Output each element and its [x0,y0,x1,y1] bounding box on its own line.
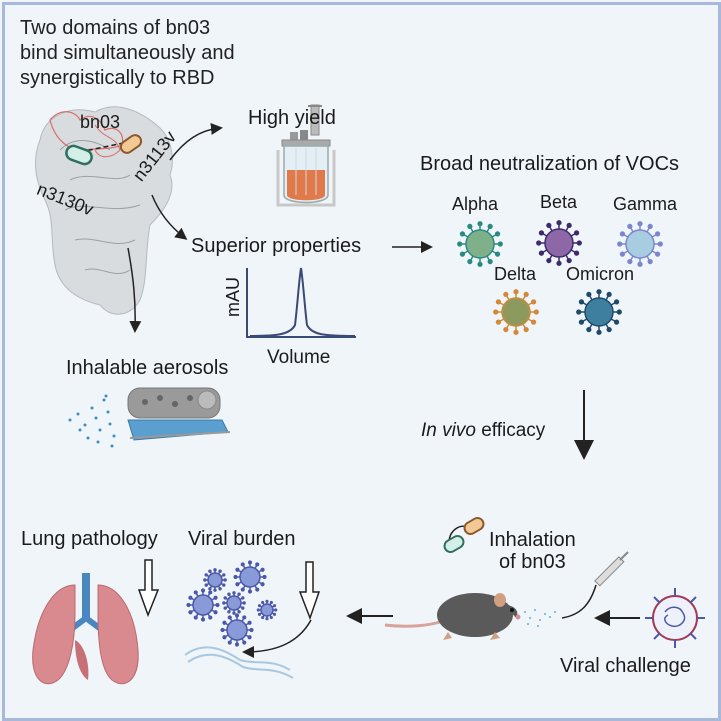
voc-virus-group [457,220,663,335]
burden-virus-icon [186,588,220,622]
burden-virus-icon [233,560,267,594]
virus-omicron-icon [576,289,622,335]
arrow-to-high-yield [169,122,223,161]
variant-omicron-label: Omicron [566,264,635,284]
burden-virus-icon [203,568,227,592]
burden-virus-icon [220,613,254,647]
variant-beta-label: Beta [540,192,578,212]
burden-decrease-arrow [298,561,321,621]
chromatogram-ylabel: mAU [223,277,243,317]
virus-delta-icon [493,289,539,335]
lung-pathology-label: Lung pathology [21,528,158,550]
viral-challenge-label: Viral challenge [560,655,691,677]
title-line-3: synergistically to RBD [20,67,215,89]
title: Two domains of bn03 bind simultaneously … [20,16,235,91]
lung-decrease-arrow [137,559,160,618]
arrow-to-superior-properties [151,194,188,240]
arrow-to-aerosols [127,247,142,333]
spike-protein-structure [35,106,173,315]
burden-virus-icon [256,599,278,621]
challenge-virus-icon [645,588,705,648]
viral-burden-cluster [186,560,278,647]
in-vivo-efficacy-label: In vivo efficacy [421,420,545,442]
chromatogram-xlabel: Volume [267,347,331,368]
antibody-binding-arrow [242,619,312,658]
superior-properties-label: Superior properties [191,235,362,257]
burden-virus-icon [222,591,246,615]
high-yield-label: High yield [248,107,336,129]
inhalation-line-2: of bn03 [499,551,566,573]
tissue-line-2 [187,653,294,679]
in-vivo-italic: In vivo [421,420,476,441]
virus-alpha-icon [457,221,503,267]
variant-delta-label: Delta [494,264,537,284]
bn03-structure-label: bn03 [80,112,121,132]
chromatogram-plot [246,267,356,338]
title-line-1: Two domains of bn03 [20,17,211,39]
domain-n3113v-icon [119,134,143,154]
inhalable-aerosols-label: Inhalable aerosols [66,357,229,379]
neutralization-title: Broad neutralization of VOCs [420,153,680,175]
tissue-line-1 [184,646,291,671]
in-vivo-rest: efficacy [475,420,546,441]
bioreactor-icon [276,104,336,207]
title-line-2: bind simultaneously and [20,42,235,64]
bn03-domain-orange-icon [463,517,485,535]
in-vivo-arrow-head [574,440,594,460]
domain-n3130v-icon [65,144,93,166]
aerosol-device-icon [68,387,231,448]
mouse-icon [384,593,556,640]
lungs-icon [32,573,139,685]
bn03-domain-green-icon [443,535,465,553]
variant-alpha-label: Alpha [452,194,499,214]
virus-beta-icon [536,220,582,266]
virus-gamma-icon [617,221,663,267]
viral-burden-label: Viral burden [188,528,296,550]
chromatogram-peak [249,267,356,337]
variant-gamma-label: Gamma [613,194,678,214]
syringe-icon [561,551,629,619]
inhalation-line-1: Inhalation [489,529,576,551]
inhalation-label: Inhalation of bn03 [489,529,576,573]
